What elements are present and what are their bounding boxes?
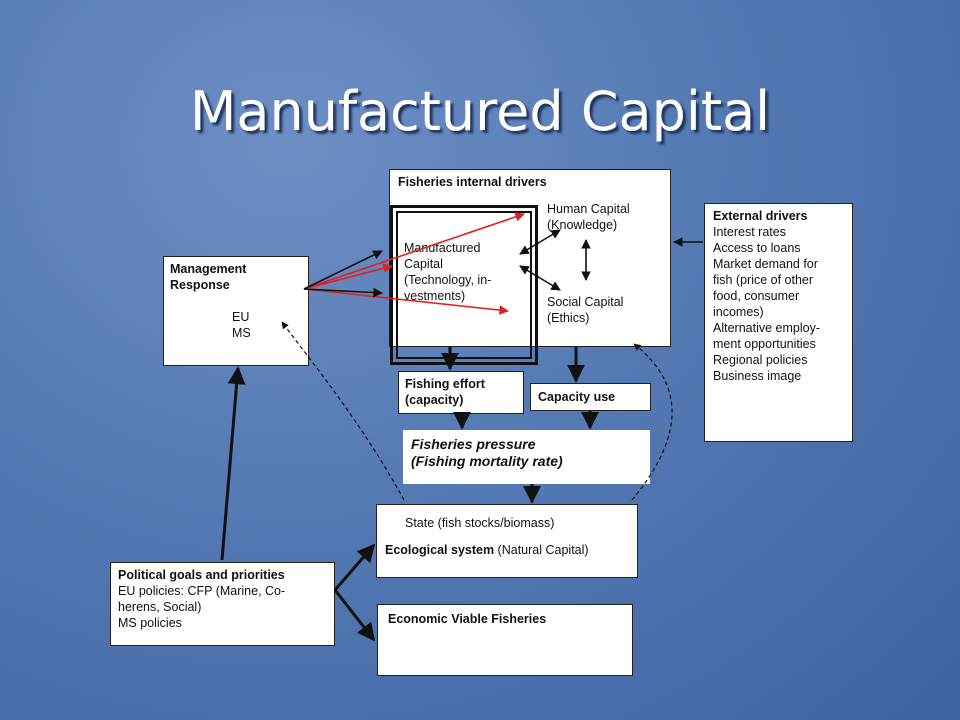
fisheries-pressure-label: Fisheries pressure (Fishing mortality ra… (411, 436, 563, 469)
arrow-mc-social (519, 265, 561, 291)
management-response-box: Management Response EU MS (163, 256, 309, 366)
capacity-use-box: Capacity use (530, 383, 651, 411)
ecological-system-bold: Ecological system (385, 543, 495, 557)
fisheries-pressure-box: Fisheries pressure (Fishing mortality ra… (403, 430, 650, 484)
dashed-arrows (281, 321, 673, 501)
capacity-use-label: Capacity use (538, 390, 616, 404)
arrow-political-to-economic (333, 589, 376, 642)
fishing-effort-label: Fishing effort (capacity) (405, 377, 485, 407)
political-goals-heading: Political goals and priorities (118, 568, 285, 582)
arrow-political-to-mgmt (220, 366, 246, 561)
political-goals-box: Political goals and priorities EU polici… (110, 562, 335, 646)
external-drivers-list: Interest rates Access to loans Market de… (713, 225, 820, 383)
black-arrows (220, 229, 703, 642)
political-goals-list: EU policies: CFP (Marine, Co- herens, So… (118, 584, 286, 630)
red-arrow-mid (303, 263, 393, 290)
management-response-heading: Management Response (170, 262, 247, 292)
state-label: State (fish stocks/biomass) (405, 516, 555, 530)
external-drivers-box: External drivers Interest rates Access t… (704, 203, 853, 442)
red-arrows (303, 212, 525, 315)
fishing-effort-box: Fishing effort (capacity) (398, 371, 524, 414)
ecological-system-box: State (fish stocks/biomass) Ecological s… (376, 504, 638, 578)
management-response-list: EU MS (232, 310, 251, 340)
economic-viable-label: Economic Viable Fisheries (388, 612, 547, 626)
economic-viable-box: Economic Viable Fisheries (377, 604, 633, 676)
ecological-system-label: Ecological system (Natural Capital) (385, 542, 589, 558)
arrow-mgmt-to-mc (303, 250, 383, 290)
manufactured-capital-label: Manufactured Capital (Technology, in- ve… (404, 241, 492, 303)
social-capital-label: Social Capital (Ethics) (547, 295, 624, 325)
human-capital-label: Human Capital (Knowledge) (547, 202, 630, 232)
arrow-mgmt-to-mc-2 (303, 287, 383, 298)
dashed-state-to-internal (631, 343, 673, 501)
ecological-system-rest: (Natural Capital) (494, 543, 589, 557)
red-arrow-top (303, 212, 525, 290)
arrow-political-to-ecological (333, 543, 376, 591)
red-arrow-bottom (303, 288, 509, 315)
arrow-mc-human (519, 229, 561, 255)
slide-title: Manufactured Capital (189, 80, 771, 143)
dashed-state-to-mgmt (281, 321, 405, 501)
external-drivers-heading: External drivers (713, 209, 808, 223)
internal-drivers-heading: Fisheries internal drivers (398, 175, 547, 189)
